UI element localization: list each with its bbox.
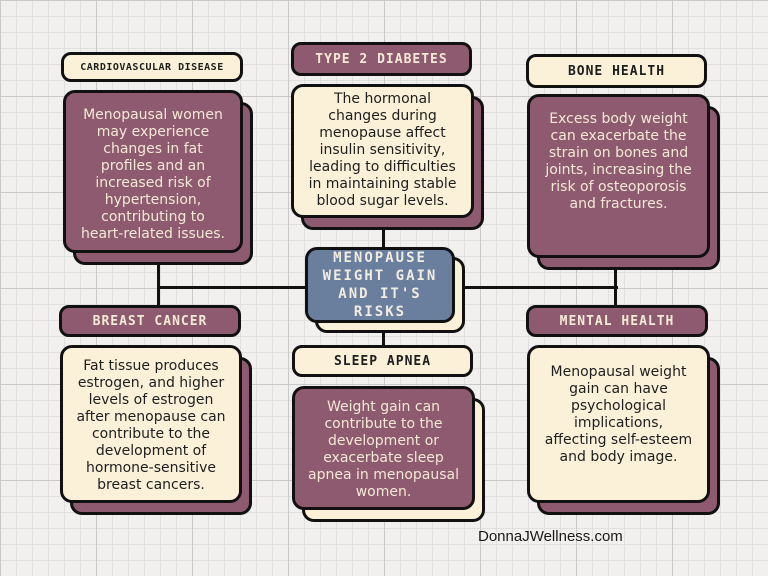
connector-center-bottom: [382, 325, 385, 347]
mental-health-text: Menopausal weight gain can have psycholo…: [527, 345, 710, 503]
breast-cancer-card: Fat tissue produces estrogen, and higher…: [60, 345, 252, 515]
watermark: DonnaJWellness.com: [478, 528, 623, 545]
bone-health-title: BONE HEALTH: [526, 54, 707, 88]
connector-right-vertical: [614, 270, 617, 306]
bone-health-card: Excess body weight can exacerbate the st…: [527, 94, 720, 270]
sleep-apnea-text: Weight gain can contribute to the develo…: [292, 386, 475, 510]
type-2-diabetes-title: TYPE 2 DIABETES: [291, 42, 472, 76]
breast-cancer-text: Fat tissue produces estrogen, and higher…: [60, 345, 242, 503]
bone-health-text: Excess body weight can exacerbate the st…: [527, 94, 710, 258]
center-title-line-3: AND IT'S RISKS: [338, 286, 422, 320]
mental-health-title: MENTAL HEALTH: [526, 305, 708, 337]
center-card: MENOPAUSE WEIGHT GAIN AND IT'S RISKS: [305, 247, 465, 333]
mental-health-card: Menopausal weight gain can have psycholo…: [527, 345, 720, 515]
breast-cancer-title: BREAST CANCER: [59, 305, 241, 337]
type-2-diabetes-card: The hormonal changes during menopause af…: [291, 84, 484, 230]
cardiovascular-disease-card: Menopausal women may experience changes …: [63, 90, 253, 265]
connector-left-vertical: [157, 255, 160, 307]
cardiovascular-disease-title: CARDIOVASCULAR DISEASE: [61, 52, 243, 82]
sleep-apnea-title: SLEEP APNEA: [292, 345, 473, 377]
center-title-line-1: MENOPAUSE: [333, 250, 427, 266]
sleep-apnea-card: Weight gain can contribute to the develo…: [292, 386, 485, 522]
center-title-line-2: WEIGHT GAIN: [322, 268, 438, 284]
connector-center-top: [382, 225, 385, 250]
center-title: MENOPAUSE WEIGHT GAIN AND IT'S RISKS: [305, 247, 455, 323]
cardiovascular-disease-text: Menopausal women may experience changes …: [63, 90, 243, 253]
type-2-diabetes-text: The hormonal changes during menopause af…: [291, 84, 474, 218]
